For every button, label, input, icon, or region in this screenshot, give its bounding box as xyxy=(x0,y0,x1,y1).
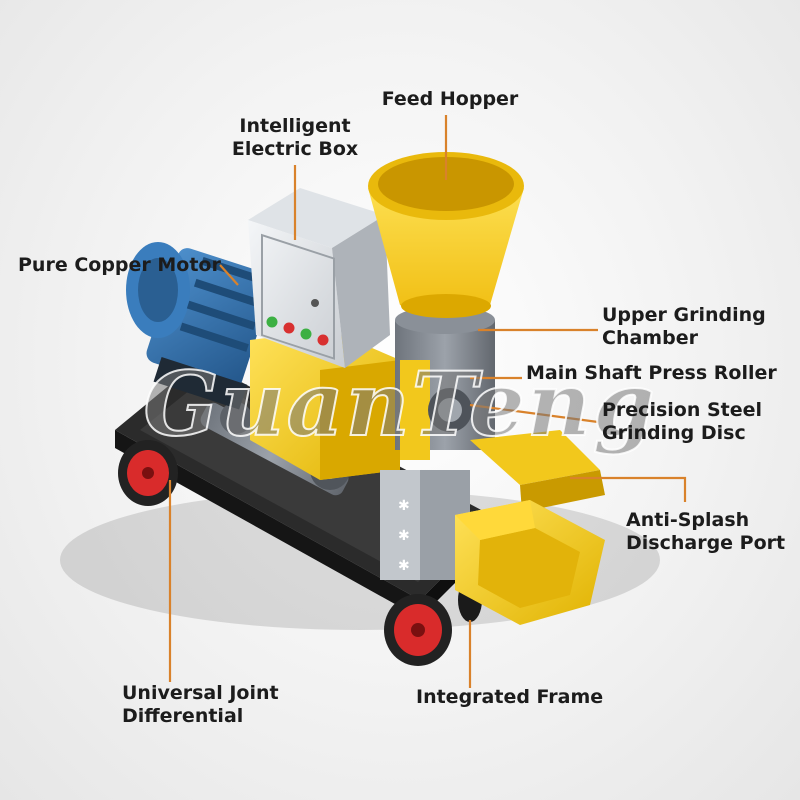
wheel-rear-right xyxy=(384,594,452,666)
label-universal-joint: Universal Joint Differential xyxy=(122,682,279,727)
leader-lines xyxy=(168,115,687,688)
wheel-front-left xyxy=(118,440,178,506)
leader-motor xyxy=(219,264,239,286)
yellow-body xyxy=(250,330,400,480)
label-discharge-port: Anti-Splash Discharge Port xyxy=(626,509,786,554)
label-motor: Pure Copper Motor xyxy=(18,254,221,276)
discharge-port xyxy=(455,430,605,625)
label-press-roller: Main Shaft Press Roller xyxy=(526,362,777,384)
leader-discharge xyxy=(570,476,687,502)
svg-text:✱: ✱ xyxy=(398,528,410,544)
label-upper-chamber: Upper Grinding Chamber xyxy=(602,304,766,349)
leader-grinding-disc xyxy=(469,403,599,424)
svg-text:✱: ✱ xyxy=(398,558,410,574)
feed-hopper xyxy=(368,152,524,318)
copper-motor xyxy=(126,242,274,410)
label-electric-box: Intelligent Electric Box xyxy=(231,115,359,160)
svg-text:✱: ✱ xyxy=(398,498,410,514)
watermark: GuanTeng xyxy=(142,351,657,457)
label-grinding-disc: Precision Steel Grinding Disc xyxy=(602,399,763,444)
electric-box xyxy=(248,188,390,368)
label-frame: Integrated Frame xyxy=(416,686,604,708)
label-feed-hopper: Feed Hopper xyxy=(381,88,519,110)
